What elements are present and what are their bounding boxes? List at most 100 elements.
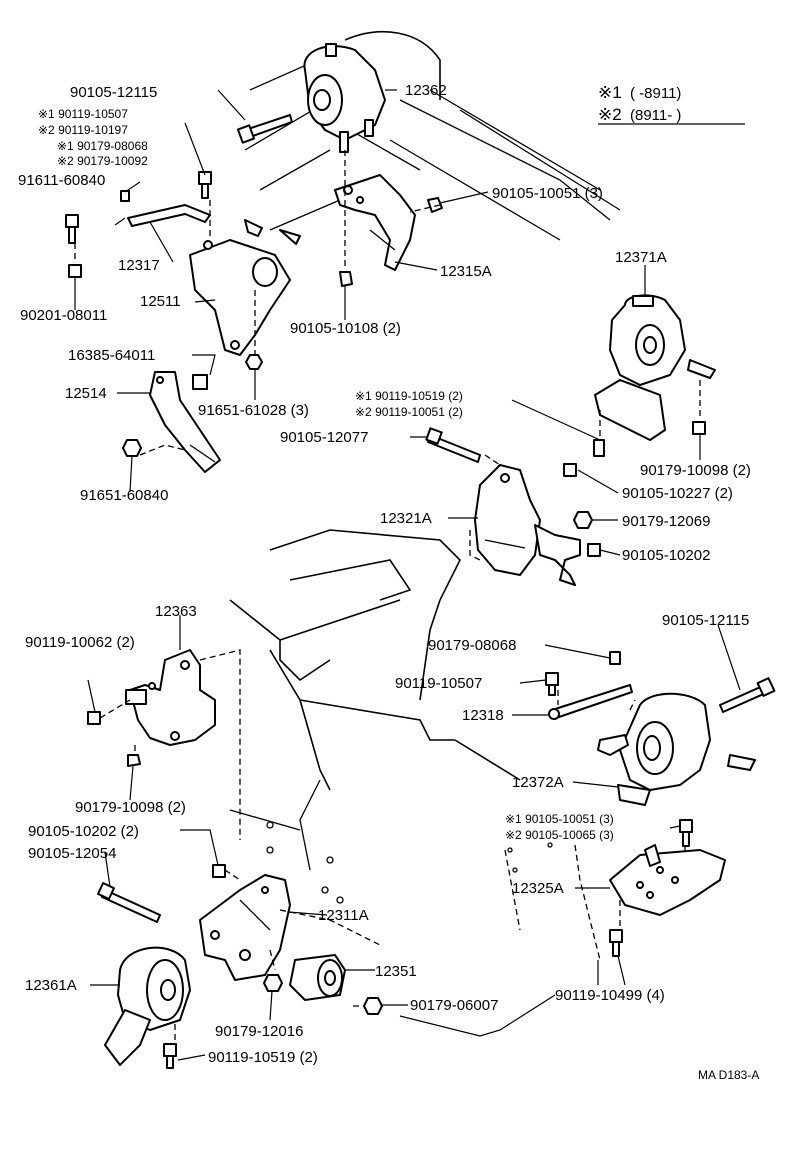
mount-12362: [303, 43, 386, 153]
label-90105-12115-top: 90105-12115: [70, 84, 157, 101]
mount-12371A: [594, 294, 716, 441]
mount-12361A: [104, 946, 191, 1066]
stay-12317: [127, 204, 211, 227]
part-labels: 90105-12115 ※1 90119-10507 ※2 90119-1019…: [18, 82, 751, 1066]
label-12363: 12363: [155, 603, 197, 620]
label-12372A: 12372A: [512, 774, 564, 791]
label-90119-10197: ※2 90119-10197: [38, 123, 128, 137]
label-90119-10051: ※2 90119-10051 (2): [355, 405, 463, 419]
label-90179-06007: 90179-06007: [410, 997, 498, 1014]
label-90201-08011: 90201-08011: [20, 307, 107, 324]
label-90105-10051-plate: ※1 90105-10051 (3): [505, 812, 614, 826]
bolt-90119-10507-right: [545, 672, 559, 696]
bracket-12315A: [334, 174, 416, 271]
label-91651-60840: 91651-60840: [80, 487, 168, 504]
nut-90179-06007: [363, 997, 383, 1015]
mount-12372A: [597, 692, 756, 806]
nut-90201-08011: [68, 264, 82, 278]
leader-lines: [74, 89, 741, 1061]
assembly-lines: [74, 150, 701, 1040]
label-16385-64011: 16385-64011: [68, 347, 155, 364]
bracket-12514: [149, 371, 221, 473]
bolt-91611-60840: [65, 214, 79, 244]
bolt-90105-10108: [339, 271, 353, 287]
label-90105-10065: ※2 90105-10065 (3): [505, 828, 614, 842]
label-12317: 12317: [118, 257, 160, 274]
ring-marks: [266, 821, 553, 904]
bolt-90105-12115-right: [719, 677, 776, 713]
bracket-12363: [125, 649, 216, 746]
label-12362: 12362: [405, 82, 447, 99]
bolt-90119-10499: [609, 929, 623, 957]
label-91611-60840: 91611-60840: [18, 172, 105, 189]
label-90105-12077: 90105-12077: [280, 429, 368, 446]
plate-12325A: [609, 844, 726, 916]
bolt-90119-10519-front: [163, 1043, 177, 1069]
bolt-90105-10051: [427, 197, 443, 213]
cushion-16385-64011: [192, 374, 208, 390]
label-90179-10098-rear: 90179-10098 (2): [640, 462, 751, 479]
nut-91651-61028: [245, 354, 263, 370]
label-90119-10062: 90119-10062 (2): [25, 634, 135, 651]
label-12325A: 12325A: [512, 880, 564, 897]
label-12351: 12351: [375, 963, 417, 980]
label-90179-12016: 90179-12016: [215, 1023, 303, 1040]
drawing-code: MA D183-A: [698, 1068, 759, 1082]
legend-range-2: (8911- ): [630, 107, 681, 124]
label-90105-10227: 90105-10227 (2): [622, 485, 733, 502]
label-12371A: 12371A: [615, 249, 667, 266]
clip-90179-08068-top: [120, 190, 130, 202]
label-91651-61028: 91651-61028 (3): [198, 402, 309, 419]
bolt-90105-10227: [563, 463, 577, 477]
legend-mark-2: ※2: [598, 105, 622, 124]
bolt-90179-10098-rear: [692, 421, 706, 435]
label-12318: 12318: [462, 707, 504, 724]
bracket-12311A: [199, 874, 291, 981]
label-90119-10507-top: ※1 90119-10507: [38, 107, 128, 121]
clip-90179-08068-right: [609, 651, 621, 665]
bolt-90119-10519-rear: [593, 439, 605, 457]
label-90179-10092: ※2 90179-10092: [57, 154, 148, 168]
label-90119-10507-right: 90119-10507: [395, 675, 482, 692]
label-12361A: 12361A: [25, 977, 77, 994]
bolt-90105-10051-plate: [679, 819, 693, 847]
label-90179-12069: 90179-12069: [622, 513, 710, 530]
label-12514: 12514: [65, 385, 107, 402]
stay-12318: [548, 684, 633, 720]
nut-90179-12069: [573, 511, 593, 529]
label-90105-12115-right: 90105-12115: [662, 612, 749, 629]
bolt-90105-10202-lower: [212, 864, 226, 878]
nut-91651-60840: [122, 439, 142, 457]
nut-90179-12016: [263, 974, 283, 992]
bracket-12511: [189, 239, 291, 356]
bracket-12321A: [474, 464, 581, 586]
bolt-90119-10507-top: [198, 171, 212, 199]
label-12315A: 12315A: [440, 263, 492, 280]
label-90105-10202-lower: 90105-10202 (2): [28, 823, 139, 840]
label-12511: 12511: [140, 293, 181, 310]
label-90179-10098-left: 90179-10098 (2): [75, 799, 186, 816]
legend-mark-1: ※1: [598, 83, 622, 102]
label-90179-08068-top: ※1 90179-08068: [57, 139, 148, 153]
bolt-90105-12054: [97, 882, 161, 923]
label-90105-10108: 90105-10108 (2): [290, 320, 401, 337]
label-12311A: 12311A: [318, 907, 369, 924]
label-90105-12054: 90105-12054: [28, 845, 116, 862]
bolt-90179-10098-left: [127, 754, 141, 767]
label-90105-10202-center: 90105-10202: [622, 547, 710, 564]
label-90179-08068-right: 90179-08068: [428, 637, 516, 654]
label-90105-10051: 90105-10051 (3): [492, 185, 603, 202]
legend-range-1: ( -8911): [630, 85, 681, 102]
label-90119-10519-front: 90119-10519 (2): [208, 1049, 318, 1066]
bolt-90119-10062: [87, 711, 101, 725]
engine-outline-middle: [229, 529, 521, 871]
label-12321A: 12321A: [380, 510, 432, 527]
clip-parts: [244, 219, 301, 245]
bolt-90105-10202-center: [587, 543, 601, 557]
bushing-12351: [289, 954, 346, 1001]
label-90119-10519-rear: ※1 90119-10519 (2): [355, 389, 463, 403]
engine-outline-top: [244, 31, 621, 241]
bolt-90105-12115-top: [236, 114, 293, 144]
legend: ※1 ( -8911) ※2 (8911- ): [598, 83, 745, 125]
